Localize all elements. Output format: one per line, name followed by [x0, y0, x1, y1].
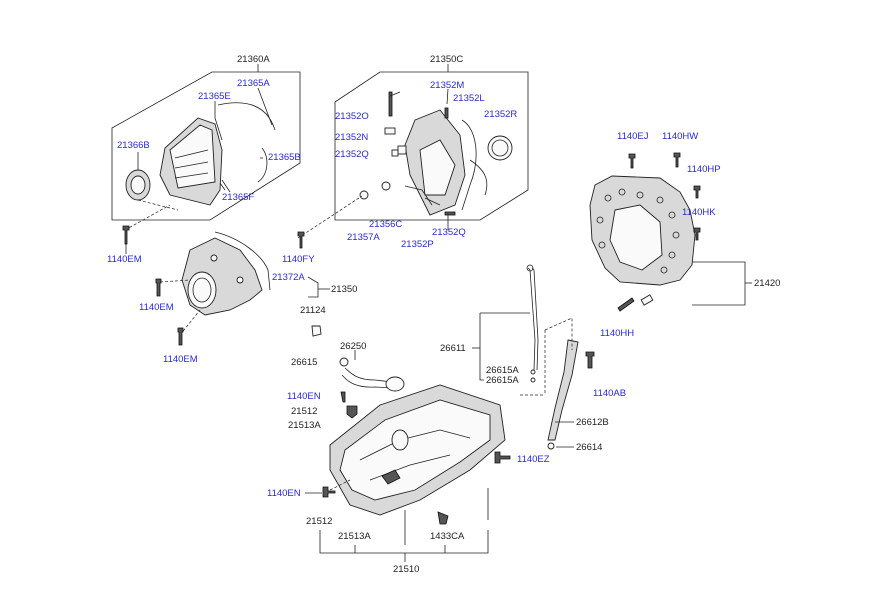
label-21366B: 21366B: [117, 140, 150, 151]
label-21352N: 21352N: [335, 132, 368, 143]
label-21513A-bottom: 21513A: [338, 531, 371, 542]
label-21352O: 21352O: [335, 111, 369, 122]
label-21360A: 21360A: [237, 54, 270, 65]
label-21512-top: 21512: [291, 406, 317, 417]
label-21420: 21420: [754, 278, 780, 289]
label-1140EM-bottom: 1140EM: [163, 354, 198, 365]
label-21510: 21510: [393, 564, 419, 575]
oil-pan-group: [322, 350, 506, 545]
label-1140HP: 1140HP: [687, 164, 721, 175]
leader-lines: [125, 87, 574, 562]
label-26614: 26614: [576, 442, 602, 453]
part-labels: 21360A 21365A 21365E 21366B 21365B 21365…: [107, 54, 780, 575]
label-21365A: 21365A: [237, 78, 270, 89]
label-1140HH: 1140HH: [600, 328, 634, 339]
label-26250: 26250: [340, 341, 366, 352]
label-21352P: 21352P: [401, 239, 434, 250]
label-21352R: 21352R: [484, 109, 517, 120]
label-26615A-upper: 26615A: [486, 365, 519, 376]
label-1433CA: 1433CA: [430, 531, 465, 542]
cover-group-21350C: [297, 64, 529, 249]
label-26611: 26611: [440, 343, 466, 354]
label-1140HW: 1140HW: [662, 131, 698, 142]
label-21365F: 21365F: [222, 192, 254, 203]
label-26615A-lower: 26615A: [486, 375, 519, 386]
label-1140AB: 1140AB: [593, 388, 626, 399]
dipstick-group: [494, 264, 595, 464]
label-21512-bottom: 21512: [306, 516, 332, 527]
label-21357A: 21357A: [347, 232, 380, 243]
label-21352Q-bottom: 21352Q: [432, 227, 466, 238]
label-1140EM-middle: 1140EM: [139, 302, 174, 313]
label-21124: 21124: [300, 305, 326, 316]
label-1140EN-bottom: 1140EN: [267, 488, 301, 499]
lower-cover-21350: [155, 231, 322, 346]
rear-plate-21420: [589, 152, 752, 312]
timing-cover-group: [111, 64, 301, 250]
label-21365E: 21365E: [198, 91, 231, 102]
label-21352Q-top: 21352Q: [335, 149, 369, 160]
label-1140FY: 1140FY: [282, 254, 315, 265]
label-21352M: 21352M: [430, 80, 464, 91]
label-26612B: 26612B: [576, 417, 609, 428]
label-21350C: 21350C: [430, 54, 463, 65]
label-21365B: 21365B: [268, 152, 301, 163]
label-21356C: 21356C: [369, 219, 402, 230]
label-26615: 26615: [291, 357, 317, 368]
label-1140HK: 1140HK: [682, 207, 716, 218]
label-1140EJ: 1140EJ: [617, 131, 649, 142]
label-21352L: 21352L: [453, 93, 485, 104]
label-21513A-top: 21513A: [288, 420, 321, 431]
label-21350: 21350: [331, 284, 357, 295]
label-1140EM-top: 1140EM: [107, 254, 142, 265]
label-21372A: 21372A: [272, 272, 305, 283]
label-1140EN-top: 1140EN: [287, 391, 321, 402]
label-1140EZ: 1140EZ: [517, 454, 550, 465]
